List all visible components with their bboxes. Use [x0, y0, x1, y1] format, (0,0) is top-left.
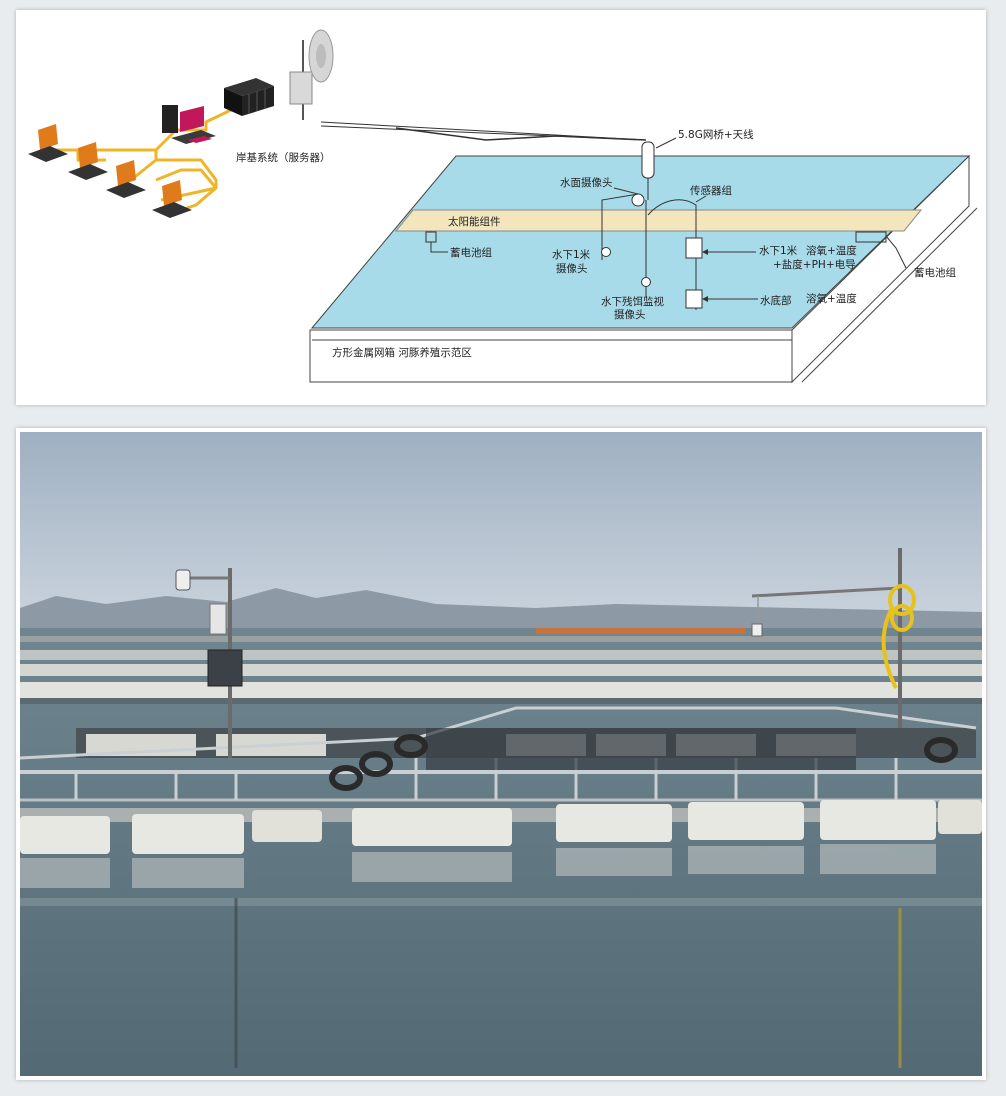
cam-1m-label-a: 水下1米	[552, 248, 591, 261]
fish-farm-photo-panel	[16, 428, 986, 1080]
distant-cages	[20, 628, 982, 704]
water-surface	[310, 155, 971, 329]
float-reflections	[20, 844, 982, 906]
cage-platform: 太阳能组件 蓄电池组 蓄电池组 5.8G网桥+天线 水面摄像头 传感器组	[309, 128, 978, 384]
shore-system: 岸基系统（服务器）	[28, 78, 331, 218]
surface-camera-icon	[631, 193, 645, 207]
bait-camera-icon	[641, 277, 651, 287]
shore-system-label: 岸基系统（服务器）	[236, 151, 331, 164]
laptop-icon	[106, 160, 146, 198]
sensor-bottom-icon	[685, 289, 703, 309]
battery-right-icon	[855, 231, 887, 243]
cage-antenna-icon	[641, 141, 655, 179]
bait-camera-label-a: 水下残饵监视	[601, 295, 664, 308]
underwater-camera-1m-icon	[601, 247, 611, 257]
distant-hills	[20, 588, 982, 632]
sensor-1m-label-c: +盐度+PH+电导	[773, 258, 856, 271]
workstation-icon	[162, 105, 216, 144]
wireless-link	[320, 121, 647, 141]
antenna-box-icon	[209, 603, 227, 635]
battery-left-label: 蓄电池组	[450, 246, 492, 259]
solar-panel-strip	[394, 209, 923, 232]
front-float-row	[20, 800, 982, 854]
cage-frames	[19, 706, 982, 802]
laptop-icon	[68, 142, 108, 180]
shore-antenna-icon	[289, 29, 334, 120]
laptop-icon	[152, 180, 192, 218]
bridge-label: 5.8G网桥+天线	[678, 128, 754, 141]
sensor-1m-label-a: 水下1米	[759, 244, 798, 257]
surface-camera-label: 水面摄像头	[560, 176, 613, 189]
network-cable	[56, 99, 238, 212]
area-label: 方形金属网箱 河豚养殖示范区	[332, 346, 472, 359]
laptop-icon	[28, 124, 68, 162]
battery-right-label: 蓄电池组	[914, 266, 956, 279]
camera-pole	[175, 568, 243, 1068]
bottom-label-b: 溶氧+温度	[806, 292, 857, 305]
bait-camera-label-b: 摄像头	[614, 308, 646, 321]
yellow-rope	[881, 584, 916, 689]
sensor-group-label: 传感器组	[690, 184, 732, 197]
sensor-buoy-icon	[751, 623, 763, 637]
system-diagram-panel: 岸基系统（服务器） 太阳能组件	[16, 10, 986, 405]
bottom-label-a: 水底部	[760, 294, 792, 307]
solar-label: 太阳能组件	[448, 215, 501, 228]
server-rack-icon	[224, 78, 274, 116]
tires	[329, 734, 958, 791]
cam-1m-label-b: 摄像头	[556, 262, 588, 275]
sensor-1m-icon	[685, 237, 703, 259]
control-box-icon	[207, 649, 243, 687]
fish-farm-photo	[19, 432, 982, 1076]
surveillance-camera-icon	[175, 569, 191, 591]
system-diagram: 岸基系统（服务器） 太阳能组件	[28, 29, 978, 384]
sensor-1m-label-b: 溶氧+温度	[806, 244, 857, 257]
sensor-pole	[751, 548, 916, 1068]
